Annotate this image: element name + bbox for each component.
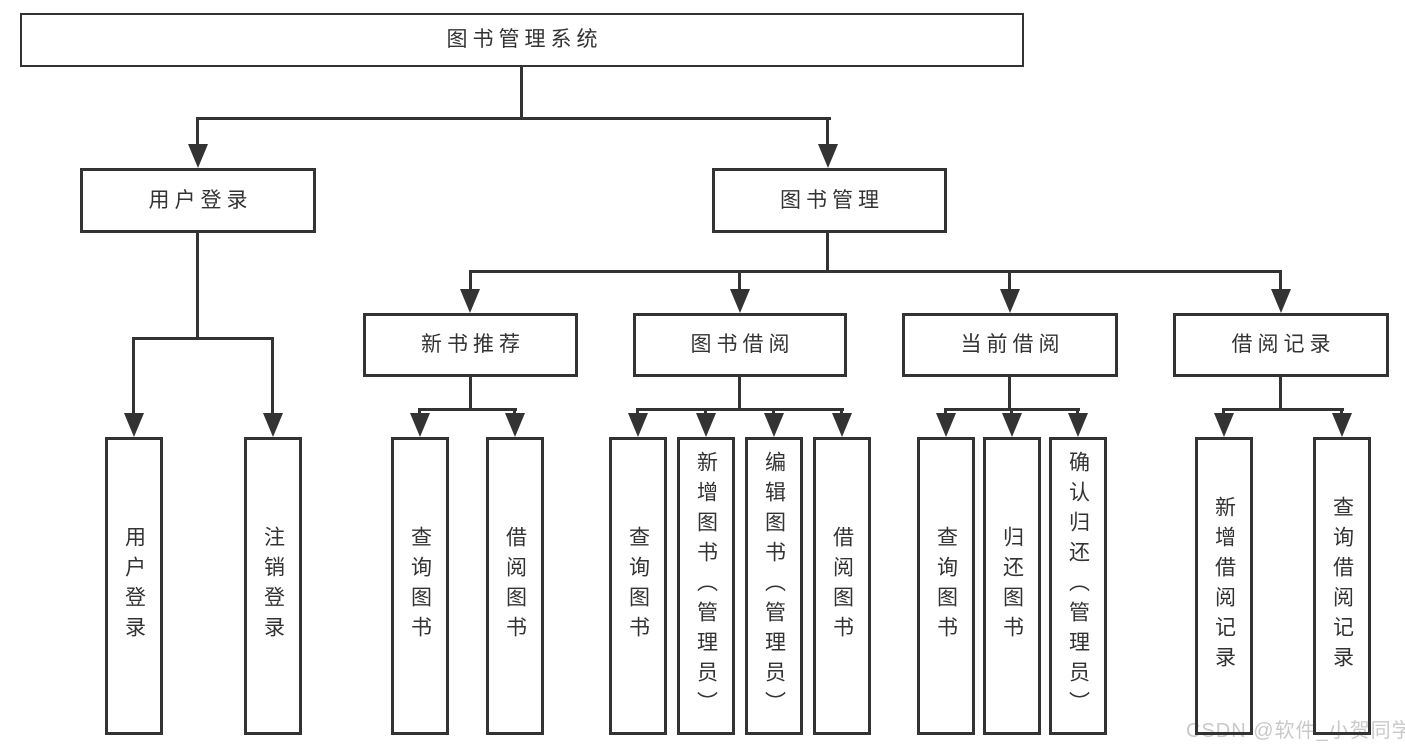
leaf-return-books: 归还图书 [983, 437, 1041, 735]
connector-line [196, 233, 199, 339]
node-borrowing-records: 借阅记录 [1173, 313, 1389, 377]
leaf-label: 确认归还（管理员） [1066, 451, 1090, 721]
leaf-edit-book-admin: 编辑图书（管理员） [745, 437, 803, 735]
arrowhead [764, 413, 784, 437]
connector-line [1340, 408, 1343, 416]
connector-line [418, 408, 517, 411]
connector-line [1279, 377, 1282, 411]
arrowhead [628, 413, 648, 437]
node-book-borrowing: 图书借阅 [633, 313, 847, 377]
leaf-label: 新增借阅记录 [1212, 496, 1236, 676]
connector-line [1008, 270, 1011, 292]
leaf-label: 用户登录 [122, 526, 146, 646]
connector-line [1008, 377, 1011, 411]
arrowhead [1068, 413, 1088, 437]
node-new-book-recommendation: 新书推荐 [363, 313, 578, 377]
arrowhead [1002, 413, 1022, 437]
connector-line [826, 233, 829, 273]
node-current-borrowing: 当前借阅 [902, 313, 1118, 377]
leaf-query-books-borrowing: 查询图书 [609, 437, 667, 735]
leaf-borrow-books-recommend: 借阅图书 [486, 437, 544, 735]
leaf-add-book-admin: 新增图书（管理员） [677, 437, 735, 735]
leaf-label: 查询图书 [408, 526, 432, 646]
node-label: 新书推荐 [421, 333, 525, 357]
connector-line [636, 408, 639, 416]
leaf-query-books-current: 查询图书 [917, 437, 975, 735]
leaf-label: 查询借阅记录 [1330, 496, 1354, 676]
node-label: 图书管理系统 [446, 28, 603, 52]
node-user-login: 用户登录 [80, 168, 316, 233]
leaf-label: 借阅图书 [503, 526, 527, 646]
leaf-query-books-recommend: 查询图书 [391, 437, 449, 735]
leaf-label: 归还图书 [1000, 526, 1024, 646]
node-label: 图书管理 [780, 188, 884, 212]
csdn-watermark: CSDN @软件_小贺同学 [1186, 720, 1405, 742]
node-library-management-system: 图书管理系统 [20, 13, 1024, 67]
leaf-user-login: 用户登录 [105, 437, 163, 735]
connector-line [636, 408, 844, 411]
leaf-label: 注销登录 [261, 526, 285, 646]
connector-line [469, 377, 472, 411]
leaf-logout: 注销登录 [244, 437, 302, 735]
arrowhead [124, 413, 144, 437]
arrowhead [936, 413, 956, 437]
leaf-query-borrow-record: 查询借阅记录 [1313, 437, 1371, 735]
arrowhead [1332, 413, 1352, 437]
connector-line [738, 270, 741, 292]
connector-line [1222, 408, 1344, 411]
leaf-label: 新增图书（管理员） [694, 451, 718, 721]
arrowhead [460, 289, 480, 313]
connector-line [132, 337, 135, 415]
node-label: 借阅记录 [1231, 333, 1336, 357]
arrowhead [818, 144, 838, 168]
leaf-label: 编辑图书（管理员） [762, 451, 786, 721]
connector-line [469, 270, 472, 292]
arrowhead [263, 413, 283, 437]
connector-line [840, 408, 843, 416]
leaf-add-borrow-record: 新增借阅记录 [1195, 437, 1253, 735]
connector-line [704, 408, 707, 416]
connector-line [1279, 270, 1282, 292]
leaf-label: 查询图书 [934, 526, 958, 646]
connector-line [1076, 408, 1079, 416]
arrowhead [832, 413, 852, 437]
leaf-confirm-return-admin: 确认归还（管理员） [1049, 437, 1107, 735]
arrowhead [188, 144, 208, 168]
node-label: 用户登录 [148, 188, 253, 212]
arrowhead [1000, 289, 1020, 313]
leaf-label: 借阅图书 [830, 526, 854, 646]
connector-line [469, 270, 1282, 273]
arrowhead [1271, 289, 1291, 313]
node-label: 图书借阅 [690, 333, 795, 357]
leaf-borrow-books-borrowing: 借阅图书 [813, 437, 871, 735]
connector-line [418, 408, 421, 416]
connector-line [1222, 408, 1225, 416]
connector-line [826, 117, 829, 147]
connector-line [196, 117, 831, 120]
connector-line [1010, 408, 1013, 416]
connector-line [132, 337, 274, 340]
node-label: 当前借阅 [960, 333, 1065, 357]
arrowhead [1214, 413, 1234, 437]
arrowhead [505, 413, 525, 437]
connector-line [520, 66, 523, 120]
connector-line [196, 117, 199, 147]
arrowhead [696, 413, 716, 437]
connector-line [738, 377, 741, 411]
connector-line [772, 408, 775, 416]
node-book-management: 图书管理 [712, 168, 947, 233]
leaf-label: 查询图书 [626, 526, 650, 646]
connector-line [944, 408, 947, 416]
arrowhead [730, 289, 750, 313]
arrowhead [410, 413, 430, 437]
connector-line [513, 408, 516, 416]
connector-line [271, 337, 274, 415]
